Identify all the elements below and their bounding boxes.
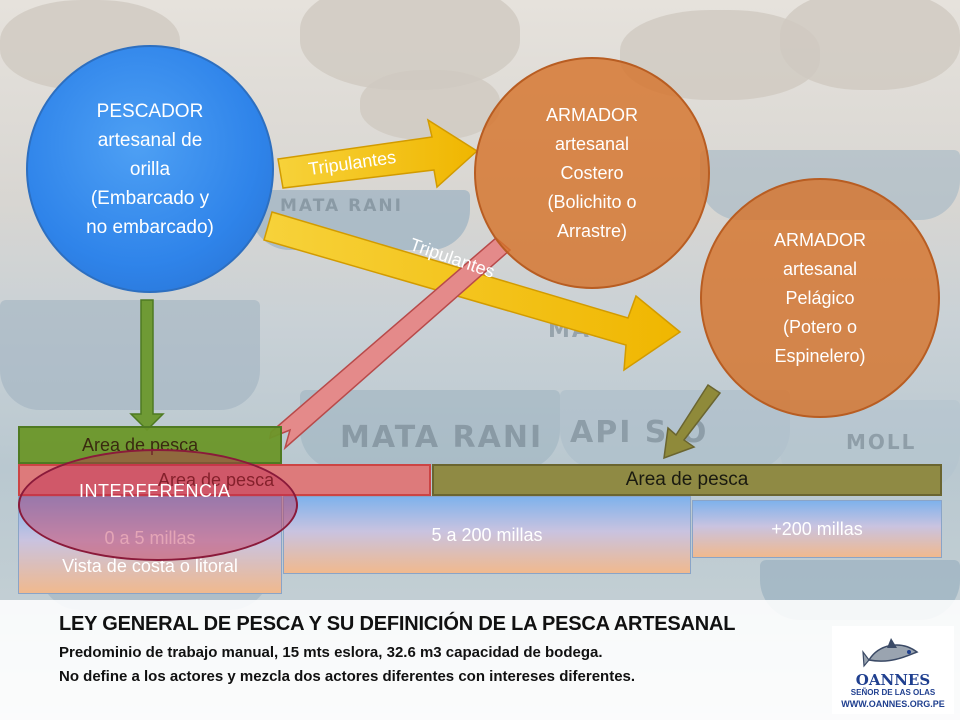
armador-costero-label: ARMADOR artesanal Costero (Bolichito o A… [545, 104, 638, 241]
area-3-label: Area de pesca [625, 469, 749, 490]
area-de-pesca-pelagico: Area de pesca [432, 464, 942, 496]
armador-pelagico-to-area-arrow [663, 383, 722, 460]
pescador-to-area-arrow [129, 299, 165, 432]
logo-tagline: SEÑOR DE LAS OLAS [850, 688, 936, 697]
caption-line-2: No define a los actores y mezcla dos act… [59, 668, 636, 685]
fish-icon [862, 638, 919, 668]
oannes-logo: OANNES SEÑOR DE LAS OLAS WWW.OANNES.ORG.… [832, 626, 954, 714]
zone-5-200-millas: 5 a 200 millas [283, 496, 691, 574]
tripulantes-arrow-1 [277, 118, 479, 189]
caption-line-1: Predominio de trabajo manual, 15 mts esl… [59, 644, 603, 661]
zone-200-plus-millas: +200 millas [692, 500, 942, 558]
armador-costero-node: ARMADOR artesanal Costero (Bolichito o A… [474, 57, 710, 289]
page-title: LEY GENERAL DE PESCA Y SU DEFINICIÓN DE … [59, 613, 736, 635]
zone-2-label: 5 a 200 millas [431, 524, 543, 545]
armador-pelagico-label: ARMADOR artesanal Pelágico (Potero o Esp… [773, 229, 866, 366]
interferencia-label: INTERFERENCIA [79, 481, 231, 501]
pescador-artesanal-node: PESCADOR artesanal de orilla (Embarcado … [26, 45, 274, 293]
pescador-artesanal-label: PESCADOR artesanal de orilla (Embarcado … [86, 100, 214, 238]
zone-1-description: Vista de costa o litoral [62, 556, 238, 576]
caption-backdrop [0, 600, 960, 720]
logo-name: OANNES [855, 671, 931, 689]
logo-website: WWW.OANNES.ORG.PE [841, 699, 945, 709]
zone-3-label: +200 millas [771, 518, 863, 539]
armador-pelagico-node: ARMADOR artesanal Pelágico (Potero o Esp… [700, 178, 940, 418]
tripulantes-arrow-2 [263, 211, 682, 372]
interferencia-ellipse [18, 449, 298, 561]
